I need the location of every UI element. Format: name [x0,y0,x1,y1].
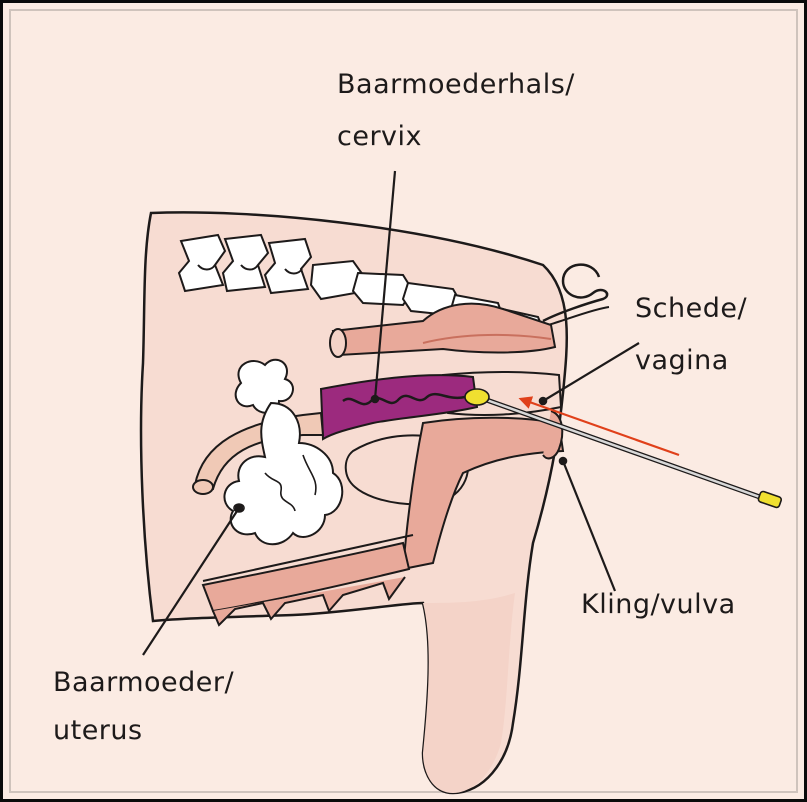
label-cervix-line1: Baarmoederhals/ [337,67,575,103]
hind-leg-shading [423,593,515,793]
catheter-tip [465,389,489,405]
label-cervix-line2: cervix [337,119,422,155]
label-uterus-line1: Baarmoeder/ [53,665,234,701]
label-uterus-line2: uterus [53,713,143,749]
label-vulva: Kling/vulva [581,587,736,623]
catheter-handle [758,491,782,509]
label-vagina-line1: Schede/ [635,291,747,327]
label-vagina-line2: vagina [635,343,729,379]
